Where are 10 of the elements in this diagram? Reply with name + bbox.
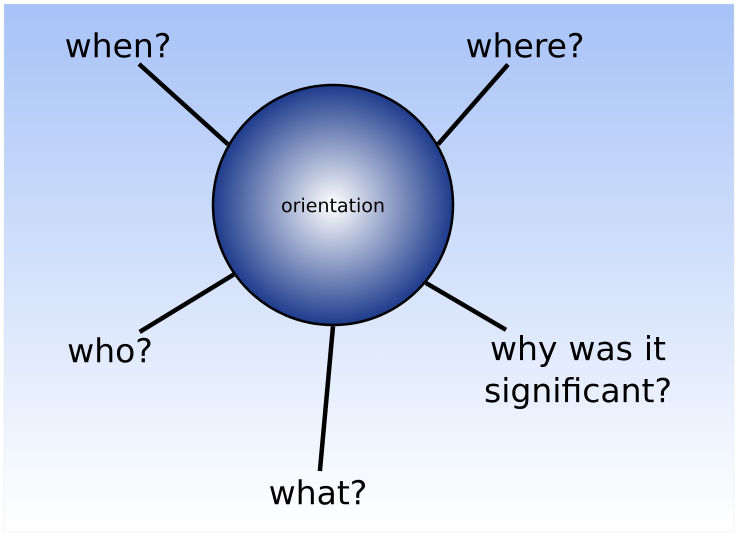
question-label: when? <box>66 32 170 58</box>
connector-line <box>436 63 510 146</box>
connector-line <box>138 272 235 334</box>
connector-line <box>424 281 508 332</box>
connector-line <box>318 326 336 472</box>
question-label: what? <box>270 479 365 505</box>
question-label: where? <box>466 32 582 58</box>
connector-line <box>138 62 230 146</box>
question-label: why was it significant? <box>486 335 670 409</box>
question-label: who? <box>68 337 151 363</box>
